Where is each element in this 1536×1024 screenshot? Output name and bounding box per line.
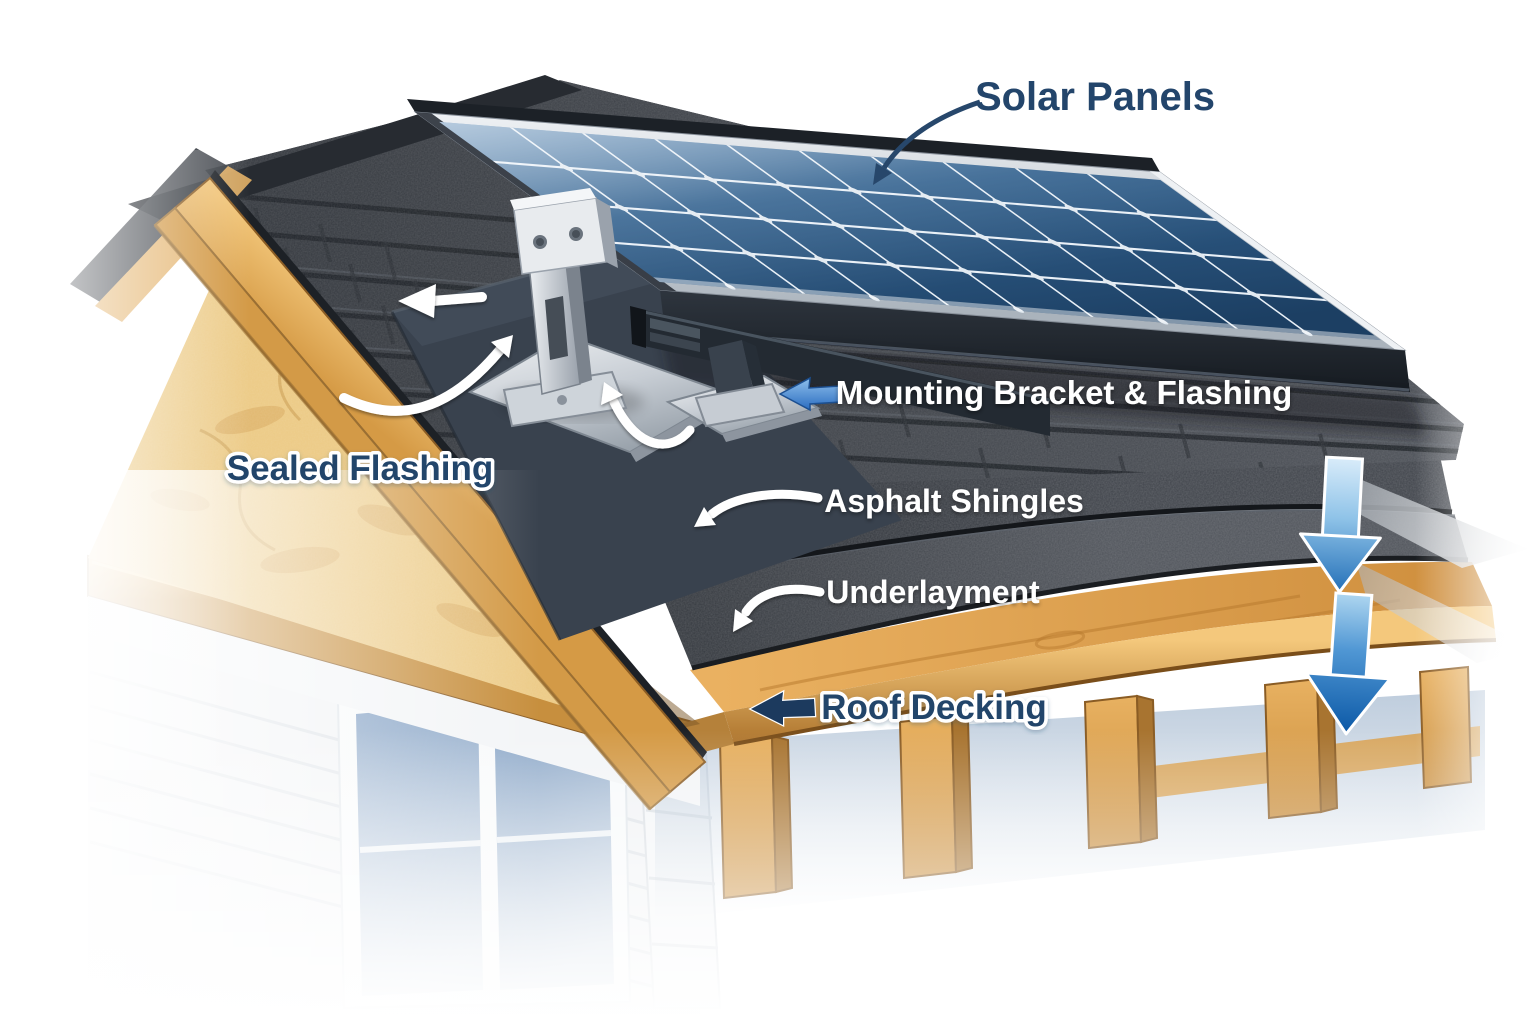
- curved-arrow-icon: [881, 99, 981, 170]
- label-underlayment: Underlayment: [826, 574, 1040, 610]
- label-sealed-flashing: Sealed Flashing: [227, 449, 493, 488]
- curved-arrow-icon: [741, 584, 825, 617]
- label-roof-decking: Roof Decking: [821, 688, 1047, 727]
- panel-back-edge: [407, 99, 1160, 172]
- pointer-arrows: [339, 99, 981, 728]
- left-arrow-icon: [427, 292, 487, 306]
- label-asphalt-shingles: Asphalt Shingles: [824, 483, 1084, 519]
- left-arrow-icon: [778, 376, 842, 412]
- mounting-bracket-lower: [665, 340, 822, 442]
- label-mounting-bracket-flashing: Mounting Bracket & Flashing: [836, 374, 1293, 411]
- panel-bottom-face: [660, 290, 1410, 392]
- curved-arrow-icon: [707, 489, 823, 519]
- left-arrow-icon: [748, 689, 817, 728]
- down-arrow-icon: [1298, 532, 1382, 594]
- labels: Solar Panels Mounting Bracket & Flashing…: [223, 75, 1293, 731]
- label-solar-panels: Solar Panels: [975, 75, 1215, 119]
- mounting-bracket-upper: [467, 188, 736, 462]
- curved-arrow-icon: [339, 345, 505, 416]
- white-arrows: [339, 292, 825, 617]
- curved-arrow-icon: [609, 397, 695, 449]
- flow-arrow-down-1: [1298, 455, 1382, 594]
- soft-fades: [0, 150, 1536, 1024]
